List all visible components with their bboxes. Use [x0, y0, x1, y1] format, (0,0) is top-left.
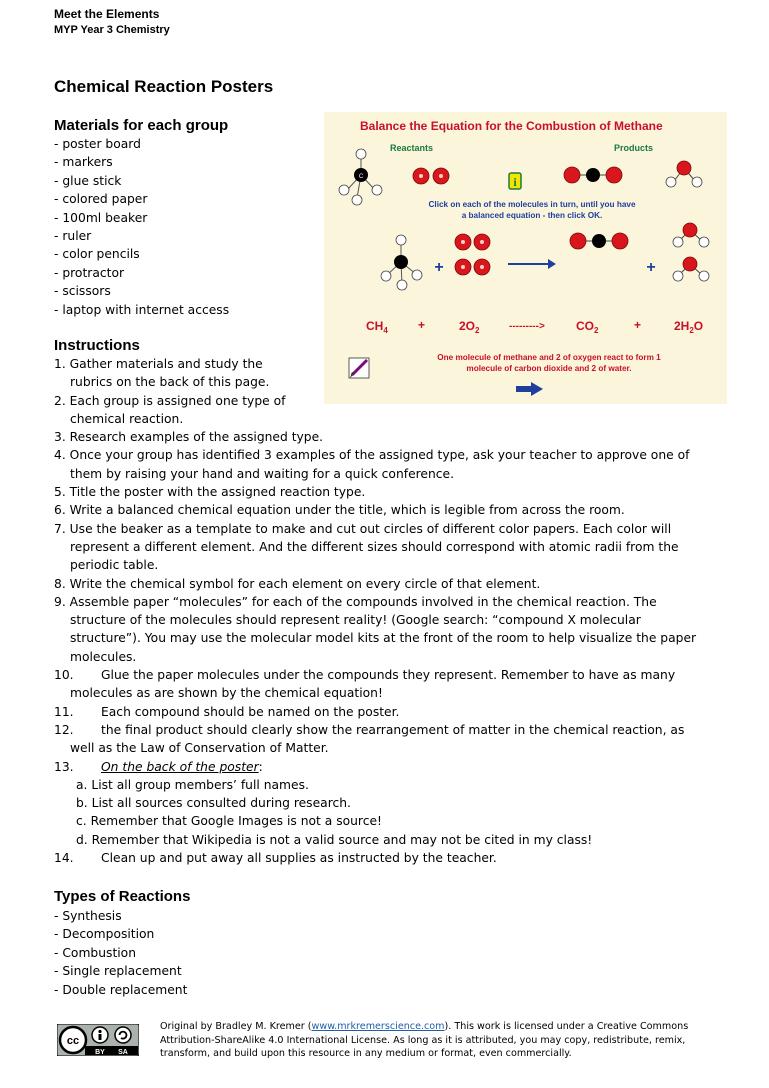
license-line-2: Attribution-ShareAlike 4.0 International…: [160, 1034, 686, 1046]
instruction-item: 3. Research examples of the assigned typ…: [54, 430, 324, 445]
doc-header-title: Meet the Elements: [54, 7, 160, 21]
info-icon[interactable]: i: [508, 172, 522, 190]
eq-methane: CH: [366, 319, 383, 333]
eq-oxygen: 2O: [459, 319, 475, 333]
sub-item: d. Remember that Wikipedia is not a vali…: [76, 832, 593, 847]
materials-item: - color pencils: [54, 247, 140, 262]
types-list: - Synthesis - Decomposition - Combustion…: [54, 907, 187, 999]
products-label: Products: [614, 143, 653, 153]
instruction-item: 2. Each group is assigned one type of ch…: [54, 393, 286, 426]
materials-item: - 100ml beaker: [54, 210, 148, 225]
types-item: - Synthesis: [54, 909, 122, 923]
balanced-equation: CH4 + 2O2 ---------> CO2 + 2H2O: [366, 318, 703, 335]
svg-text:CO2: CO2: [576, 319, 599, 335]
oxygen-reactant-icon[interactable]: [454, 233, 491, 276]
materials-item: - poster board: [54, 137, 141, 151]
materials-item: - ruler: [54, 229, 92, 244]
methane-reactant-icon[interactable]: [380, 234, 423, 291]
instruction-item: 12.the final product should clearly show…: [54, 722, 685, 756]
types-item: - Decomposition: [54, 927, 155, 942]
oxygen-molecule-icon[interactable]: [412, 167, 450, 185]
water-molecule-icon[interactable]: [665, 160, 703, 188]
plus-sign: +: [434, 259, 443, 276]
svg-text:2O2: 2O2: [459, 319, 480, 335]
instruction-line-2: a balanced equation - then click OK.: [462, 211, 603, 220]
types-heading: Types of Reactions: [54, 888, 191, 905]
types-item: - Single replacement: [54, 964, 182, 979]
eq-arrow: --------->: [509, 321, 545, 332]
page-title: Chemical Reaction Posters: [54, 77, 274, 96]
reactants-label: Reactants: [390, 143, 433, 153]
creative-commons-badge[interactable]: cc BY SA: [56, 1023, 140, 1057]
instruction-item: 10.Glue the paper molecules under the co…: [54, 668, 676, 701]
license-line-3: transform, and build upon this resource …: [160, 1048, 572, 1060]
cc-label: cc: [67, 1035, 79, 1047]
materials-item: - markers: [54, 155, 113, 170]
reaction-arrow-icon: [508, 259, 556, 269]
next-arrow-icon[interactable]: [516, 382, 543, 396]
sub-item: a. List all group members’ full names.: [76, 777, 309, 792]
instruction-item: 13.On the back of the poster: a. List al…: [54, 758, 724, 849]
svg-text:+: +: [418, 318, 425, 332]
doc-header-subtitle: MYP Year 3 Chemistry: [54, 24, 170, 36]
svg-text:i: i: [513, 175, 517, 189]
materials-item: - protractor: [54, 265, 125, 280]
sa-label: SA: [118, 1049, 128, 1056]
author-website-link[interactable]: www.mrkremerscience.com: [311, 1021, 445, 1032]
instruction-item: 1. Gather materials and study the rubric…: [54, 357, 270, 390]
materials-heading: Materials for each group: [54, 117, 229, 134]
materials-item: - glue stick: [54, 173, 122, 188]
types-item: - Combustion: [54, 945, 136, 960]
materials-list: - poster board - markers - glue stick - …: [54, 135, 229, 319]
explanation-line-1: One molecule of methane and 2 of oxygen …: [437, 353, 661, 362]
pencil-icon[interactable]: [348, 357, 370, 379]
methane-combustion-figure: Balance the Equation for the Combustion …: [324, 112, 727, 404]
instruction-item: 8. Write the chemical symbol for each el…: [54, 576, 541, 591]
svg-text:2H2O: 2H2O: [674, 319, 703, 335]
instructions-list: 1. Gather materials and study the rubric…: [54, 355, 724, 867]
carbon-atom-label: C: [359, 174, 364, 180]
instruction-item: 4. Once your group has identified 3 exam…: [54, 448, 690, 481]
instruction-item: 7. Use the beaker as a template to make …: [54, 521, 679, 573]
back-of-poster-text: On the back of the poster: [101, 759, 259, 774]
license-footer: Original by Bradley M. Kremer (www.mrkre…: [160, 1020, 720, 1061]
materials-item: - scissors: [54, 284, 111, 299]
figure-title: Balance the Equation for the Combustion …: [360, 119, 663, 133]
sub-item: c. Remember that Google Images is not a …: [76, 814, 382, 829]
methane-molecule-icon[interactable]: C: [338, 148, 383, 206]
instruction-line-1: Click on each of the molecules in turn, …: [429, 200, 636, 209]
instruction-item: 5. Title the poster with the assigned re…: [54, 485, 366, 500]
materials-item: - laptop with internet access: [54, 302, 230, 317]
eq-carbon-dioxide: CO: [576, 319, 594, 333]
carbon-dioxide-product-icon[interactable]: [569, 232, 629, 250]
instruction-item: 14.Clean up and put away all supplies as…: [54, 851, 497, 866]
by-label: BY: [95, 1049, 105, 1056]
instruction-item: 9. Assemble paper “molecules” for each o…: [54, 594, 697, 664]
svg-text:+: +: [634, 318, 641, 332]
types-item: - Double replacement: [54, 982, 188, 997]
carbon-dioxide-molecule-icon[interactable]: [563, 166, 623, 184]
instruction-item: 11.Each compound should be named on the …: [54, 704, 400, 719]
instruction-item: 6. Write a balanced chemical equation un…: [54, 503, 625, 518]
eq-water: 2H: [674, 319, 689, 333]
sub-item: b. List all sources consulted during res…: [76, 796, 351, 811]
water-product-icon[interactable]: [672, 222, 710, 282]
svg-text:CH4: CH4: [366, 319, 388, 335]
explanation-line-2: molecule of carbon dioxide and 2 of wate…: [466, 364, 631, 373]
instructions-heading: Instructions: [54, 337, 140, 354]
materials-item: - colored paper: [54, 192, 148, 207]
plus-sign: +: [646, 259, 655, 276]
